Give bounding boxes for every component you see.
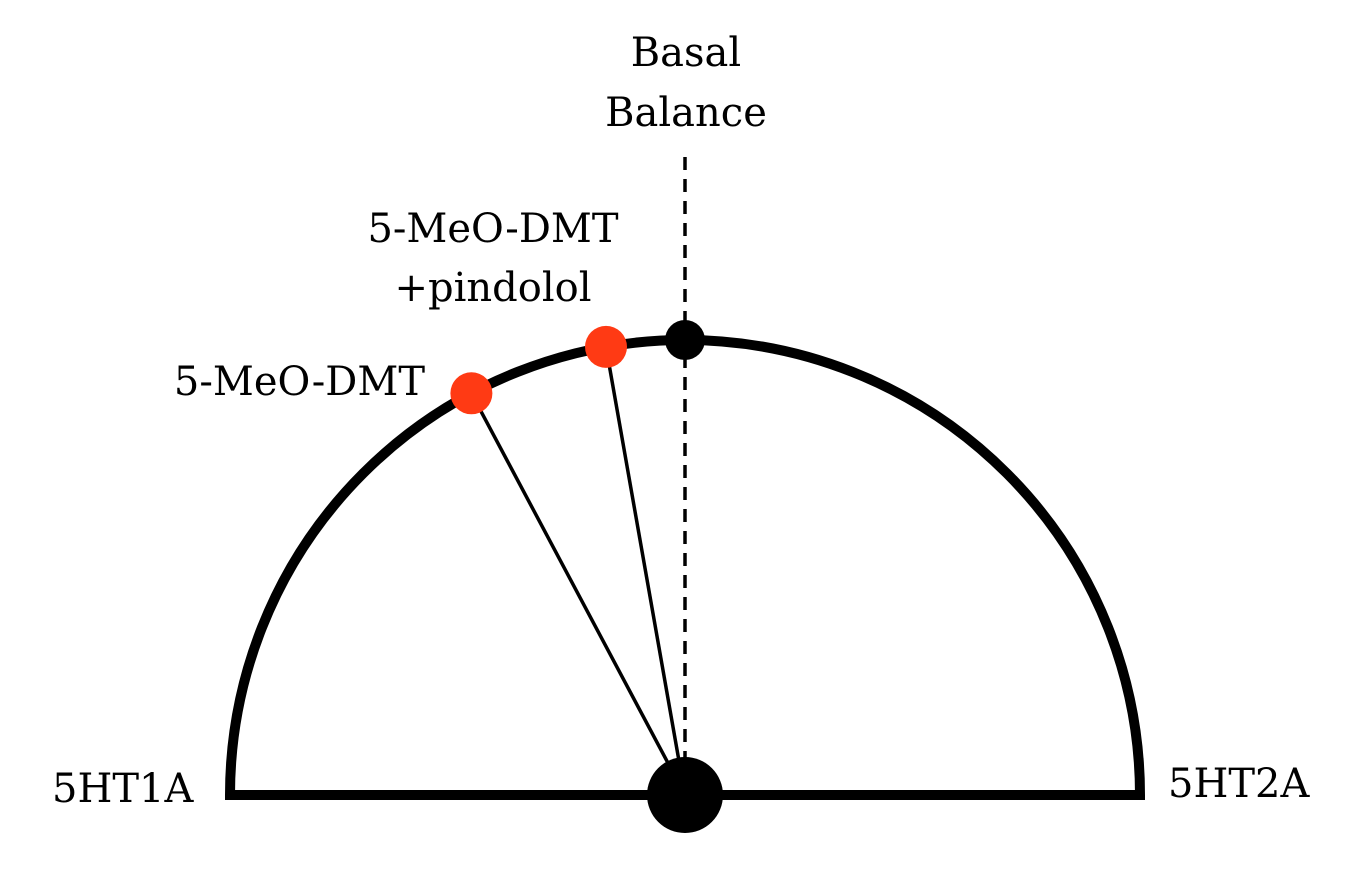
drug-b-label-line1: 5-MeO-DMT <box>367 206 618 252</box>
drug-b-label-line2: +pindolol <box>394 265 591 311</box>
drug-point-5meo-dmt <box>450 372 493 415</box>
basal-balance-point <box>665 320 705 360</box>
pivot-point <box>647 757 723 833</box>
basal-label-line1: Basal <box>631 30 741 76</box>
right-axis-label: 5HT2A <box>1168 761 1310 807</box>
drug-a-label: 5-MeO-DMT <box>174 359 425 405</box>
needle-5meo-dmt-pindolol <box>604 346 687 796</box>
drug-point-5meo-dmt-pindolol <box>585 325 627 368</box>
needle-5meo-dmt <box>469 392 687 796</box>
left-axis-label: 5HT1A <box>52 766 194 812</box>
basal-label-line2: Balance <box>605 90 767 136</box>
